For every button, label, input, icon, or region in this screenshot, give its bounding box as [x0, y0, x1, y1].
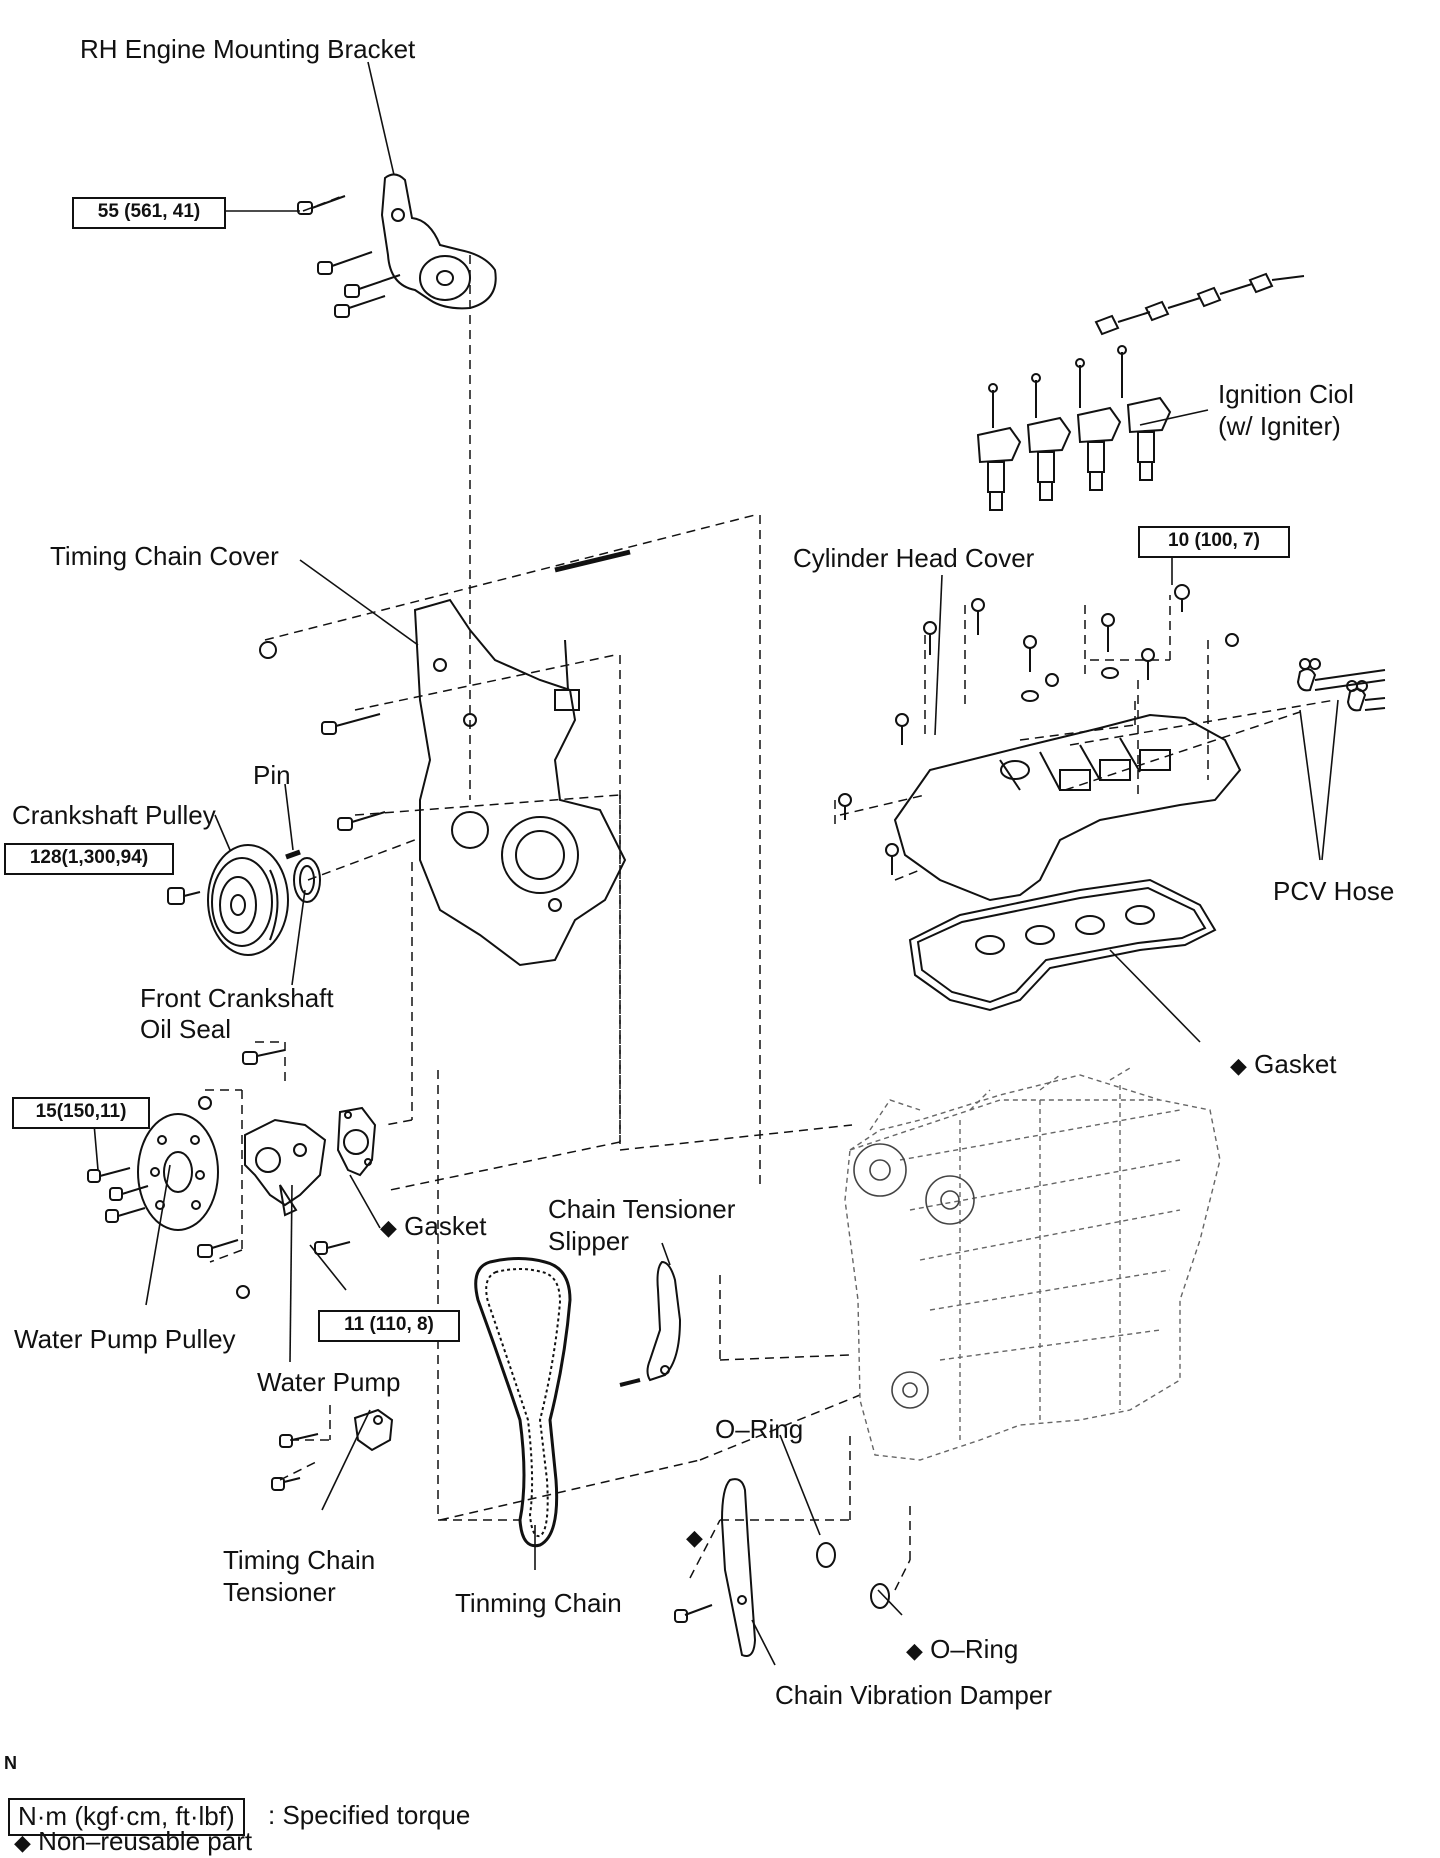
label-chain-vibration-damper: Chain Vibration Damper: [775, 1680, 1052, 1710]
label-cylinder-head-cover: Cylinder Head Cover: [793, 543, 1035, 573]
chain-vibration-damper: [674, 1478, 757, 1657]
label-water-pump-gasket: ◆ Gasket: [380, 1211, 487, 1241]
timing-chain-tensioner: [271, 1408, 394, 1491]
label-ignition-coil-igniter: (w/ Igniter): [1218, 411, 1341, 441]
label-o-ring-lower: ◆ O–Ring: [906, 1634, 1019, 1664]
legend-torque-description: : Specified torque: [268, 1800, 471, 1830]
rh-engine-mounting-bracket: [380, 173, 497, 310]
label-front-crankshaft-oil-seal-2: Oil Seal: [140, 1014, 232, 1044]
torque-box-pump-bolt: 11 (110, 8): [318, 1310, 460, 1342]
cylinder-head-cover-bolts: [838, 584, 1239, 875]
legend-nonreusable: ◆ Non–reusable part: [14, 1826, 253, 1856]
torque-box-crank-bolt: 128(1,300,94): [4, 843, 174, 875]
legend-torque-unit-box: N·m (kgf·cm, ft·lbf): [8, 1798, 245, 1836]
engine-camshaft-sprockets: [853, 1143, 975, 1409]
label-rh-engine-mounting-bracket: RH Engine Mounting Bracket: [80, 34, 416, 64]
water-pump-pulley: [137, 1113, 219, 1231]
label-chain-tensioner-slipper-2: Slipper: [548, 1226, 629, 1256]
pcv-hoses: [1296, 658, 1386, 712]
timing-chain-cover: [413, 598, 627, 967]
label-pcv-hose: PCV Hose: [1273, 876, 1395, 906]
label-water-pump-pulley: Water Pump Pulley: [14, 1324, 236, 1354]
torque-box-pulley-bolt: 15(150,11): [12, 1097, 150, 1129]
chain-tensioner-slipper: [619, 1260, 682, 1387]
cover-bolts: [242, 549, 631, 1065]
timing-chain: [474, 1257, 572, 1548]
front-crankshaft-oil-seal: [293, 857, 321, 903]
label-front-crankshaft-oil-seal-1: Front Crankshaft: [140, 983, 334, 1013]
head-cover-gasket: [908, 878, 1217, 1012]
engine-block: [844, 1067, 1221, 1461]
crankshaft-pulley: [207, 844, 289, 956]
assembly-dash-lines: [205, 194, 1336, 1591]
label-head-cover-gasket: ◆ Gasket: [1230, 1049, 1337, 1079]
label-crankshaft-pulley: Crankshaft Pulley: [12, 800, 216, 830]
cylinder-head-cover: [893, 713, 1242, 902]
mount-bolts: [297, 195, 401, 318]
pin: [285, 849, 301, 860]
label-timing-chain-tensioner-1: Timing Chain: [223, 1545, 376, 1575]
label-timing-chain: Tinming Chain: [455, 1588, 622, 1618]
label-chain-tensioner-slipper-1: Chain Tensioner: [548, 1194, 736, 1224]
water-pump-pulley-bolts: [87, 1167, 149, 1223]
corner-mark: N: [4, 1753, 17, 1773]
torque-box-head-cover-bolt: 10 (100, 7): [1138, 526, 1290, 558]
water-pump-bolts: [197, 1096, 351, 1299]
label-damper-nonreusable-mark: ◆: [686, 1525, 703, 1550]
label-o-ring-upper: O–Ring: [715, 1414, 804, 1444]
label-ignition-coil: Ignition Ciol: [1218, 379, 1354, 409]
label-timing-chain-tensioner-2: Tensioner: [223, 1577, 336, 1607]
ignition-coils: [976, 345, 1172, 511]
label-timing-chain-cover: Timing Chain Cover: [50, 541, 279, 571]
label-water-pump: Water Pump: [257, 1367, 401, 1397]
water-pump-gasket: [336, 1106, 377, 1177]
torque-box-mount-bolt: 55 (561, 41): [72, 197, 226, 229]
label-pin: Pin: [253, 760, 291, 790]
water-pump: [244, 1118, 327, 1217]
o-rings: [816, 1542, 890, 1609]
ignition-coil-connectors: [1094, 272, 1305, 336]
crankshaft-pulley-bolt: [167, 887, 201, 905]
